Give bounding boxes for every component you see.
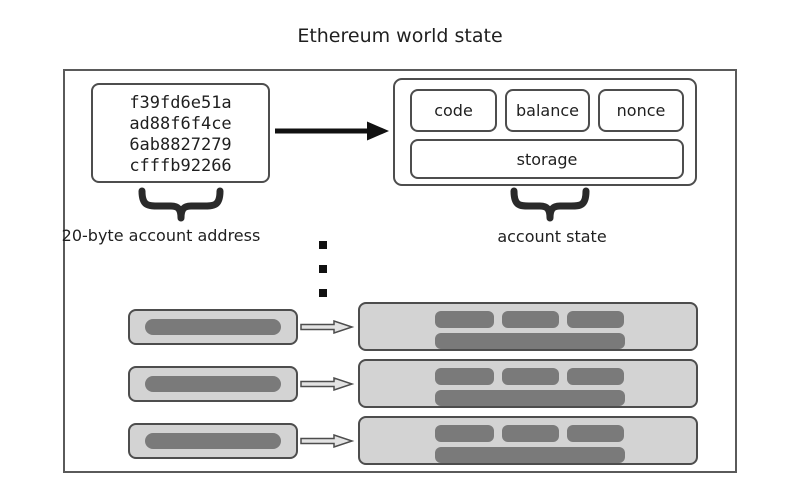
state-cell-pills bbox=[435, 425, 624, 442]
address-key-box bbox=[128, 309, 298, 345]
hollow-right-arrow-icon bbox=[300, 377, 355, 391]
address-line: 6ab8827279 bbox=[129, 135, 232, 155]
storage-field: storage bbox=[410, 139, 684, 179]
address-key-box bbox=[128, 366, 298, 402]
account-state-value-box bbox=[358, 302, 698, 351]
world-state-frame bbox=[63, 69, 737, 473]
address-line: f39fd6e51a bbox=[129, 93, 232, 113]
state-cell-pill bbox=[502, 311, 559, 328]
page-title: Ethereum world state bbox=[297, 25, 503, 47]
state-cell-pill bbox=[502, 425, 559, 442]
state-caption: account state bbox=[497, 227, 607, 246]
account-state-box: code balance nonce storage bbox=[393, 78, 697, 186]
account-address-box: f39fd6e51a ad88f6f4ce 6ab8827279 cfffb92… bbox=[91, 83, 270, 183]
account-mapping-row bbox=[0, 416, 800, 465]
address-line: ad88f6f4ce bbox=[129, 114, 232, 134]
code-field: code bbox=[410, 89, 497, 132]
nonce-field: nonce bbox=[598, 89, 684, 132]
address-key-pill bbox=[145, 433, 281, 449]
address-line: cfffb92266 bbox=[129, 156, 232, 176]
address-key-pill bbox=[145, 376, 281, 392]
hollow-right-arrow-icon bbox=[300, 320, 355, 334]
state-cell-pills bbox=[435, 368, 624, 385]
account-state-value-box bbox=[358, 359, 698, 408]
storage-bar-pill bbox=[435, 447, 625, 463]
state-underbrace-icon bbox=[510, 187, 590, 222]
ellipsis-dot bbox=[319, 265, 327, 273]
state-cell-pill bbox=[502, 368, 559, 385]
state-cell-pill bbox=[567, 311, 624, 328]
account-mapping-row bbox=[0, 359, 800, 408]
solid-right-arrow-icon bbox=[275, 121, 389, 141]
storage-bar-pill bbox=[435, 333, 625, 349]
address-key-box bbox=[128, 423, 298, 459]
state-cell-pill bbox=[435, 425, 494, 442]
state-cell-pill bbox=[567, 368, 624, 385]
balance-field: balance bbox=[505, 89, 590, 132]
state-cell-pill bbox=[435, 311, 494, 328]
state-cell-pill bbox=[435, 368, 494, 385]
address-caption: 20-byte account address bbox=[61, 226, 261, 245]
hollow-right-arrow-icon bbox=[300, 434, 355, 448]
state-cell-pills bbox=[435, 311, 624, 328]
ellipsis-dot bbox=[319, 289, 327, 297]
address-underbrace-icon bbox=[138, 187, 224, 222]
account-state-value-box bbox=[358, 416, 698, 465]
ellipsis-dot bbox=[319, 241, 327, 249]
storage-bar-pill bbox=[435, 390, 625, 406]
account-mapping-row bbox=[0, 302, 800, 351]
state-cell-pill bbox=[567, 425, 624, 442]
address-key-pill bbox=[145, 319, 281, 335]
